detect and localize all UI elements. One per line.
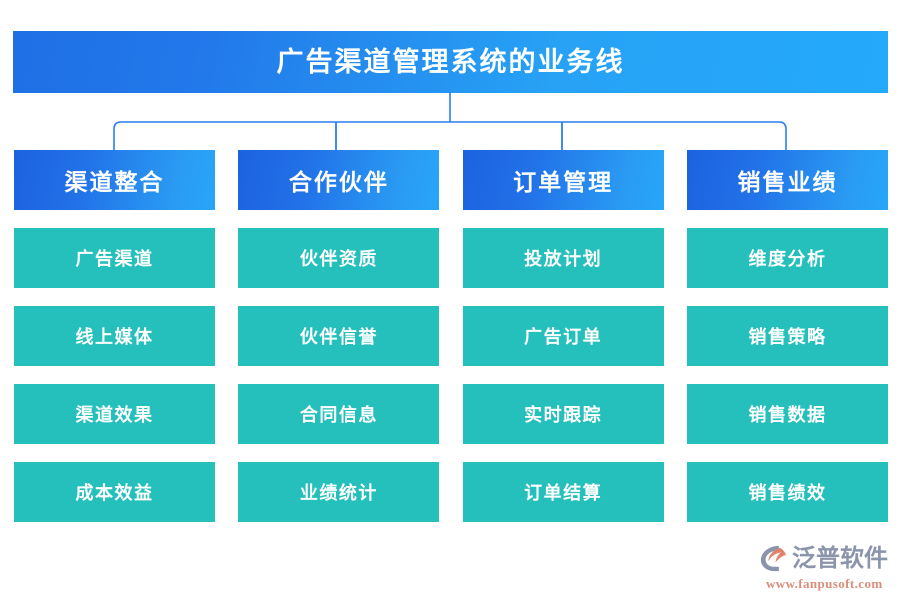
item-box[interactable]: 投放计划 [462,228,664,288]
category-header-partners[interactable]: 合作伙伴 [238,150,440,210]
brand-logo: 泛普软件 www.fanpusoft.com [758,543,894,593]
item-label: 销售数据 [748,405,827,425]
item-box[interactable]: 线上媒体 [14,306,215,366]
item-label: 伙伴资质 [299,249,378,269]
item-box[interactable]: 销售绩效 [686,462,888,522]
category-column-1: 渠道整合 广告渠道 线上媒体 渠道效果 成本效益 [14,150,215,522]
logo-url: www.fanpusoft.com [766,576,883,591]
category-header-sales-performance[interactable]: 销售业绩 [686,150,888,210]
connector-bracket [113,92,787,150]
logo-wordmark: 泛普软件 [792,544,888,572]
item-box[interactable]: 业绩统计 [238,462,440,522]
category-header-channel-integration[interactable]: 渠道整合 [14,150,215,210]
item-label: 销售绩效 [748,483,827,503]
item-label: 广告订单 [524,327,603,347]
item-label: 成本效益 [75,483,154,503]
item-label: 渠道效果 [75,405,154,425]
item-box[interactable]: 订单结算 [462,462,664,522]
item-box[interactable]: 渠道效果 [14,384,215,444]
diagram-title-banner: 广告渠道管理系统的业务线 [13,31,888,93]
item-label: 订单结算 [524,483,603,503]
item-label: 销售策略 [748,327,827,347]
item-box[interactable]: 销售策略 [686,306,888,366]
item-label: 业绩统计 [299,483,378,503]
item-label: 广告渠道 [75,249,154,269]
item-box[interactable]: 合同信息 [238,384,440,444]
item-label: 合同信息 [299,405,378,425]
item-box[interactable]: 成本效益 [14,462,215,522]
item-box[interactable]: 维度分析 [686,228,888,288]
category-header-label: 渠道整合 [64,170,165,195]
page-title: 广告渠道管理系统的业务线 [276,46,625,77]
category-column-3: 订单管理 投放计划 广告订单 实时跟踪 订单结算 [462,150,664,522]
item-label: 维度分析 [748,249,827,269]
item-box[interactable]: 销售数据 [686,384,888,444]
logo-top-row: 泛普软件 [758,543,888,574]
category-column-2: 合作伙伴 伙伴资质 伙伴信誉 合同信息 业绩统计 [238,150,440,522]
category-header-order-management[interactable]: 订单管理 [462,150,664,210]
category-column-4: 销售业绩 维度分析 销售策略 销售数据 销售绩效 [686,150,888,522]
item-box[interactable]: 伙伴信誉 [238,306,440,366]
item-box[interactable]: 广告渠道 [14,228,215,288]
item-label: 线上媒体 [75,327,154,347]
item-label: 伙伴信誉 [299,327,378,347]
item-label: 投放计划 [524,249,603,269]
category-header-label: 订单管理 [513,170,614,195]
category-header-label: 销售业绩 [737,170,838,195]
category-header-label: 合作伙伴 [288,170,389,195]
item-label: 实时跟踪 [524,405,603,425]
item-box[interactable]: 实时跟踪 [462,384,664,444]
item-box[interactable]: 广告订单 [462,306,664,366]
category-columns: 渠道整合 广告渠道 线上媒体 渠道效果 成本效益 合作伙伴 伙伴资质 [14,150,888,522]
fanpu-swoosh-icon [760,545,787,572]
item-box[interactable]: 伙伴资质 [238,228,440,288]
